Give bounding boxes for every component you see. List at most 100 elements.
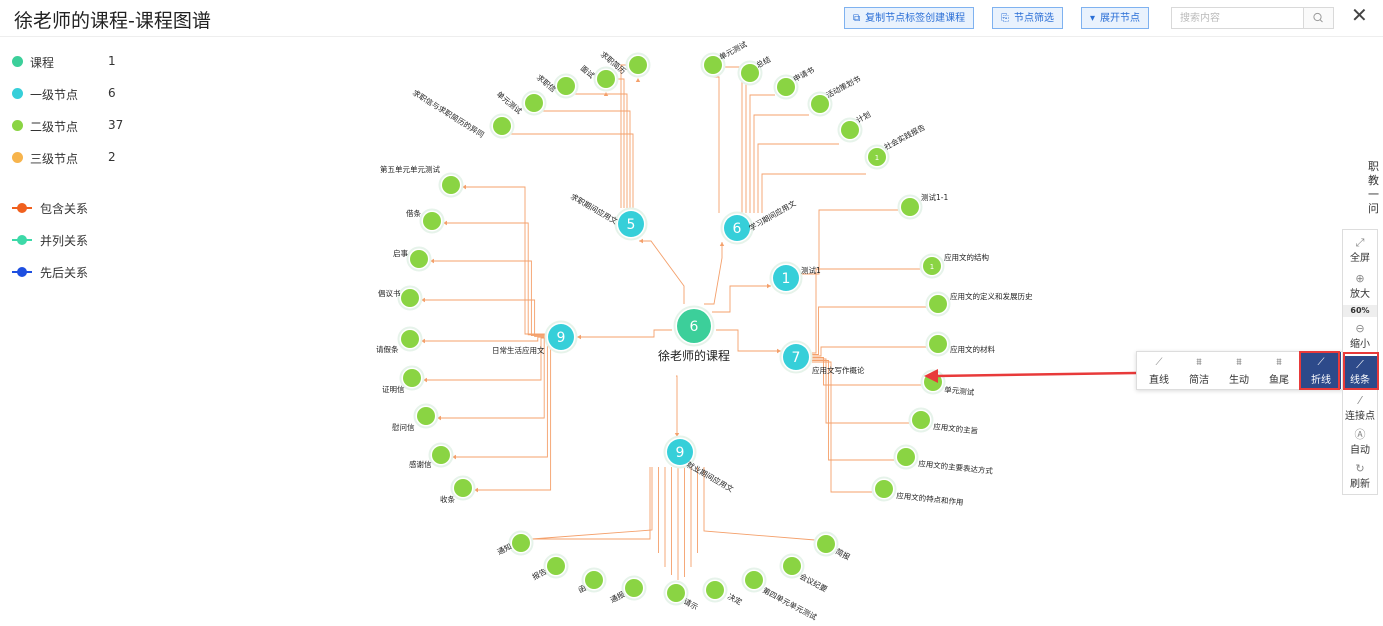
- line-style-straight[interactable]: ⟋直线: [1139, 352, 1179, 389]
- copy-tags-create-course-button[interactable]: ⧉复制节点标签创建课程: [844, 7, 975, 29]
- node-employ-6[interactable]: [741, 567, 767, 593]
- line-style-vivid[interactable]: ⩩生动: [1219, 352, 1259, 389]
- refresh-button[interactable]: ↻刷新: [1343, 462, 1377, 490]
- node-job-2[interactable]: [553, 73, 579, 99]
- graph-edge: [575, 93, 628, 208]
- search-button[interactable]: [1303, 8, 1333, 28]
- line-style-fishtail[interactable]: ⩩鱼尾: [1259, 352, 1299, 389]
- node-daily-7[interactable]: [428, 442, 454, 468]
- node-employ-4[interactable]: [663, 580, 689, 606]
- node-daily-0[interactable]: [438, 172, 464, 198]
- node-circle: [401, 330, 419, 348]
- node-job-1[interactable]: [593, 66, 619, 92]
- node-intro-1[interactable]: [925, 291, 951, 317]
- node-job-4[interactable]: [489, 113, 515, 139]
- node-circle: [677, 309, 711, 343]
- node-daily-6[interactable]: [413, 403, 439, 429]
- node-badge: 7: [792, 350, 801, 366]
- graph-edge: [452, 339, 548, 458]
- graph-edge: [739, 77, 747, 213]
- line-style-simple[interactable]: ⩩简洁: [1179, 352, 1219, 389]
- graph-edge: [801, 209, 899, 275]
- node-intro-6[interactable]: [871, 476, 897, 502]
- node-daily-1[interactable]: [419, 208, 445, 234]
- node-study-4[interactable]: [837, 117, 863, 143]
- node-job-apps[interactable]: 5: [614, 207, 648, 241]
- edge-arrow: [635, 78, 641, 82]
- page-title: 徐老师的课程-课程图谱: [14, 10, 211, 32]
- node-intro[interactable]: 7: [779, 340, 813, 374]
- node-daily-4[interactable]: [397, 326, 423, 352]
- caret-down-icon: ▾: [1090, 13, 1096, 24]
- copy-icon: ⧉: [853, 13, 861, 24]
- node-study-3[interactable]: [807, 91, 833, 117]
- node-badge: 6: [690, 319, 699, 335]
- node-study-apps[interactable]: 6: [720, 211, 754, 245]
- line-style-popup: ⟋直线 ⩩简洁 ⩩生动 ⩩鱼尾 ⟋折线: [1136, 351, 1343, 390]
- filter-icon: ⎘: [1001, 13, 1009, 24]
- node-label: 应用文的特点和作用: [896, 490, 964, 507]
- node-filter-button[interactable]: ⎘节点筛选: [992, 7, 1063, 29]
- node-intro-2[interactable]: [925, 331, 951, 357]
- fullscreen-button[interactable]: ⤢全屏: [1343, 236, 1377, 264]
- graph-edge: [812, 357, 922, 386]
- node-study-1[interactable]: [737, 60, 763, 86]
- node-root-course[interactable]: 6: [673, 305, 715, 347]
- node-label: 活动策划书: [824, 73, 862, 100]
- node-intro-5[interactable]: [893, 444, 919, 470]
- line-style-polyline[interactable]: ⟋折线: [1301, 352, 1341, 389]
- line-button[interactable]: ⟋线条: [1343, 356, 1377, 388]
- edge-arrow: [674, 433, 680, 437]
- node-intro-4[interactable]: [908, 407, 934, 433]
- node-label: 测试1-1: [921, 192, 948, 202]
- graph-edge: [812, 268, 921, 354]
- node-circle: [525, 94, 543, 112]
- node-employ-2[interactable]: [581, 567, 607, 593]
- node-circle: [454, 479, 472, 497]
- vivid-line-icon: ⩩: [1236, 357, 1242, 368]
- node-test-0[interactable]: [897, 194, 923, 220]
- node-label: 求职信与求职简历的异同: [411, 87, 486, 139]
- node-study-0[interactable]: [700, 52, 726, 78]
- node-job-3[interactable]: [521, 90, 547, 116]
- node-employ-3[interactable]: [621, 575, 647, 601]
- edge-arrow: [639, 238, 643, 244]
- node-daily-2[interactable]: [406, 246, 432, 272]
- connect-point-button[interactable]: ⁄连接点: [1345, 394, 1375, 422]
- node-employ-1[interactable]: [543, 553, 569, 579]
- node-employ-7[interactable]: [779, 553, 805, 579]
- node-circle: [777, 78, 795, 96]
- node-intro-0[interactable]: 1: [919, 253, 945, 279]
- connect-point-icon: ⁄: [1359, 394, 1361, 407]
- node-circle: [875, 480, 893, 498]
- zoom-in-button[interactable]: ⊕放大: [1343, 272, 1377, 300]
- expand-nodes-button[interactable]: ▾展开节点: [1081, 7, 1150, 29]
- graph-edge: [531, 467, 653, 540]
- node-employ-8[interactable]: [813, 531, 839, 557]
- node-circle: [868, 148, 886, 166]
- node-daily-5[interactable]: [399, 365, 425, 391]
- node-daily-8[interactable]: [450, 475, 476, 501]
- fullscreen-icon: ⤢: [1355, 236, 1365, 249]
- node-employ-5[interactable]: [702, 577, 728, 603]
- node-circle: [442, 176, 460, 194]
- node-job-0[interactable]: [625, 52, 651, 78]
- close-button[interactable]: ✕: [1351, 3, 1368, 27]
- zoom-out-button[interactable]: ⊖缩小: [1343, 322, 1377, 350]
- edge-arrow: [452, 454, 456, 460]
- node-daily-apps[interactable]: 9: [544, 320, 578, 354]
- node-study-2[interactable]: [773, 74, 799, 100]
- node-circle: [783, 557, 801, 575]
- node-circle: [667, 584, 685, 602]
- node-circle: [929, 295, 947, 313]
- node-test1[interactable]: 1: [769, 261, 803, 295]
- node-daily-3[interactable]: [397, 285, 423, 311]
- search-input[interactable]: [1172, 8, 1304, 28]
- node-employ-apps[interactable]: 9: [663, 435, 697, 469]
- node-label: 慰问信: [392, 422, 415, 432]
- node-employ-0[interactable]: [508, 530, 534, 556]
- node-study-5[interactable]: 1: [864, 144, 890, 170]
- graph-edge: [712, 285, 771, 313]
